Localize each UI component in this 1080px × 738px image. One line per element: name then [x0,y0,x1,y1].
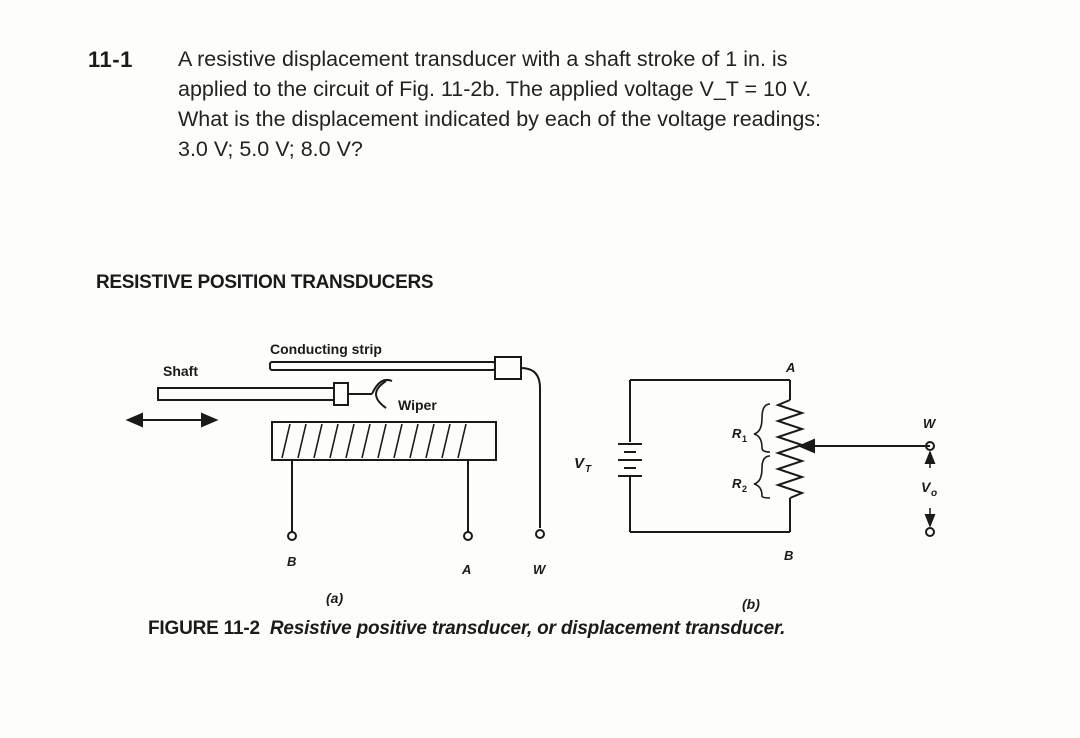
shaft-label: Shaft [163,363,198,379]
wiper-contact [375,380,387,409]
r2-label: R 2 [732,476,747,494]
figure-a-sublabel: (a) [326,590,343,606]
potentiometer-resistor [774,399,806,499]
terminal-a-label: A [461,562,471,577]
terminal-w-dot [535,529,545,539]
node-a-label: A [785,360,795,375]
vo-label-sub: o [931,488,937,499]
problem-number: 11-1 [88,47,133,72]
terminal-a-dot [463,531,473,541]
vo-label-main: V [921,479,932,495]
r2-label-sub: 2 [742,484,747,494]
r1-label-main: R [732,426,742,441]
problem-line-3: What is the displacement indicated by ea… [178,107,821,131]
problem-line-1: A resistive displacement transducer with… [178,47,788,71]
conducting-strip [269,361,496,371]
shaft [157,387,335,401]
figure-caption-number: FIGURE 11-2 [148,618,260,639]
problem-statement: A resistive displacement transducer with… [178,44,1008,164]
figure-caption-text: Resistive positive transducer, or displa… [269,618,786,639]
wiper-label: Wiper [398,397,437,413]
lead-w [520,367,541,528]
resistance-coil [271,421,497,461]
figure-caption: FIGURE 11-2 Resistive positive transducer… [148,618,785,640]
wiper-arrowhead [797,438,815,454]
terminal-b-label: B [287,554,296,569]
problem-line-4: 3.0 V; 5.0 V; 8.0 V? [178,137,363,161]
r1-label-sub: 1 [742,434,747,444]
r1-label: R 1 [732,426,747,444]
conducting-strip-label: Conducting strip [270,341,382,357]
output-w-label: W [923,416,937,431]
vo-label: V o [921,479,937,499]
strip-connector [494,356,522,380]
r2-label-main: R [732,476,742,491]
vt-label: V T [574,455,592,475]
terminal-b-out [925,527,935,537]
figure-b-diagram [618,379,936,537]
vt-label-sub: T [585,464,592,475]
section-heading: RESISTIVE POSITION TRANSDUCERS [96,272,434,293]
problem-line-2: applied to the circuit of Fig. 11-2b. Th… [178,77,812,101]
node-b-label: B [784,548,793,563]
terminal-w-label: W [533,562,547,577]
figure-b-sublabel: (b) [742,596,760,612]
wiper-block [333,382,349,406]
vt-label-main: V [574,455,586,472]
figure-a-diagram [125,356,545,541]
terminal-b-dot [287,531,297,541]
terminal-w-out [925,441,935,451]
